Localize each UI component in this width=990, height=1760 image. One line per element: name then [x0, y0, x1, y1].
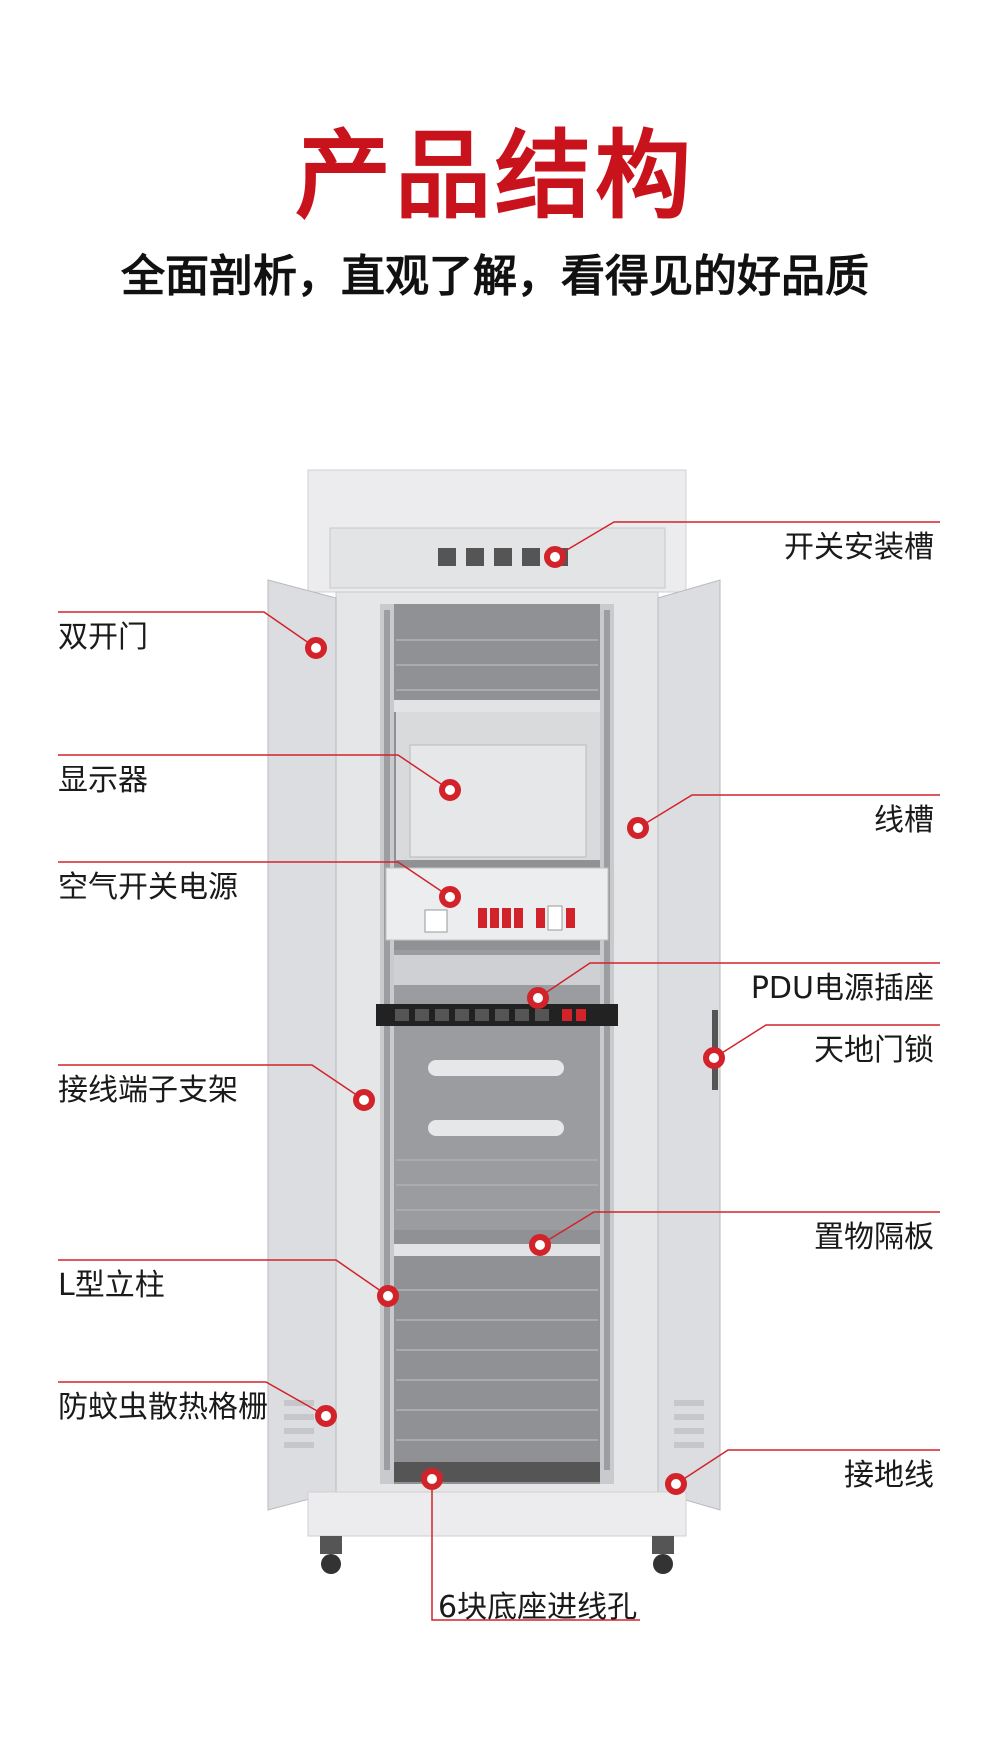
page-subtitle: 全面剖析，直观了解，看得见的好品质: [121, 251, 869, 302]
wheel: [321, 1554, 341, 1574]
label-air-switch: 空气开关电源: [58, 870, 238, 905]
callout-lines: [58, 521, 940, 1621]
callout-dots: [305, 546, 725, 1495]
top-shelf: [394, 700, 600, 712]
label-shelf: 置物隔板: [814, 1220, 934, 1255]
storage-shelf: [394, 1244, 600, 1256]
right-door: [657, 579, 721, 1511]
right-vent-grille: [674, 1400, 704, 1448]
label-switch-slot: 开关安装槽: [784, 530, 934, 565]
label-base-holes: 6块底座进线孔: [438, 1590, 638, 1625]
label-pdu: PDU电源插座: [750, 971, 934, 1006]
label-vent-grille: 防蚊虫散热格栅: [58, 1390, 268, 1425]
label-monitor: 显示器: [58, 763, 148, 798]
label-door-lock: 天地门锁: [814, 1033, 934, 1068]
label-ground-wire: 接地线: [844, 1458, 934, 1493]
left-door: [267, 579, 337, 1511]
label-cable-trough: 线槽: [874, 803, 934, 838]
monitor-screen: [409, 744, 587, 858]
page-title: 产品结构: [295, 120, 695, 232]
label-l-column: L型立柱: [58, 1268, 165, 1303]
base-holes: [394, 1462, 600, 1482]
label-terminal-bracket: 接线端子支架: [58, 1073, 238, 1108]
wheel: [653, 1554, 673, 1574]
left-vent-grille: [284, 1400, 314, 1448]
label-double-door: 双开门: [58, 620, 148, 655]
air-switch-panel: [385, 867, 609, 941]
